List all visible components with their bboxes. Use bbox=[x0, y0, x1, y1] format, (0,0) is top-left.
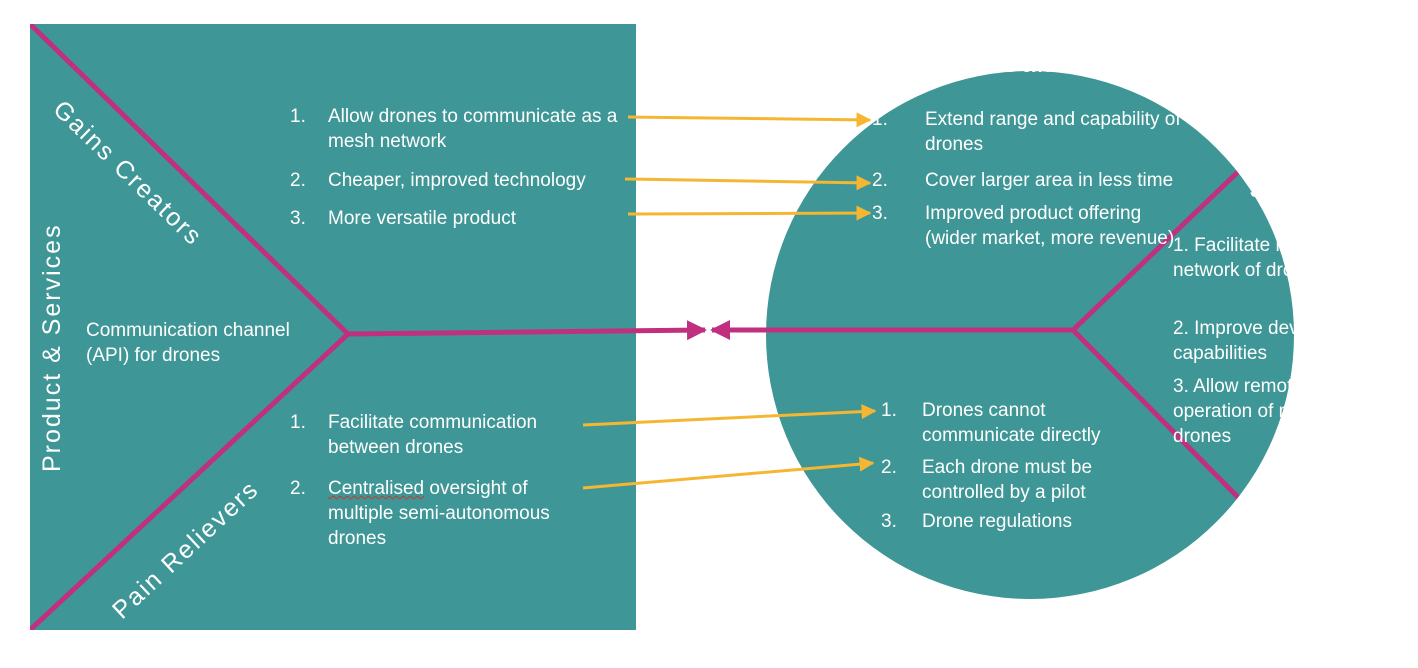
gain-creator-3-num: 3. bbox=[290, 208, 306, 229]
gain-2-num: 2. bbox=[872, 170, 888, 191]
gain-creator-1-num: 1. bbox=[290, 106, 306, 127]
gain-arrow-2 bbox=[624, 175, 872, 191]
pain-3-num: 3. bbox=[881, 511, 897, 532]
gain-creator-2: Cheaper, improved technology bbox=[328, 170, 586, 191]
pain-reliever-2-rest: oversight of multiple semi-autonomous dr… bbox=[328, 478, 550, 549]
customer-profile-circle bbox=[766, 71, 1294, 599]
pain-3: Drone regulations bbox=[922, 511, 1072, 532]
pain-reliever-2-underlined: Centralised bbox=[328, 478, 425, 499]
product-services-label: Product & Services bbox=[38, 223, 66, 472]
gain-1: Extend range and capability of drones bbox=[925, 109, 1181, 155]
pains-label: Pains bbox=[1033, 601, 1106, 629]
product-text: Communication channel (API) for drones bbox=[86, 320, 290, 366]
job-3: 3. Allow remote operation of multiple dr… bbox=[1173, 374, 1363, 449]
gain-creator-2-num: 2. bbox=[290, 170, 306, 191]
gain-3-num: 3. bbox=[872, 203, 888, 224]
job-3-num: 3. bbox=[1173, 376, 1189, 397]
pain-1-num: 1. bbox=[881, 400, 897, 421]
pain-arrow-1 bbox=[582, 404, 877, 427]
jobs-label: Jobs bbox=[1250, 175, 1311, 203]
job-1-text: Facilitate mesh network of drones bbox=[1173, 235, 1325, 281]
gains-label: Gains bbox=[1000, 50, 1076, 78]
pain-arrow-2 bbox=[582, 456, 875, 490]
job-1: 1. Facilitate mesh network of drones bbox=[1173, 233, 1363, 283]
job-2: 2. Improve device capabilities bbox=[1173, 316, 1363, 366]
gains-creators-divider bbox=[30, 24, 350, 336]
job-2-text: Improve device capabilities bbox=[1173, 318, 1323, 364]
gain-creator-3: More versatile product bbox=[328, 208, 516, 229]
pain-reliever-2-num: 2. bbox=[290, 478, 306, 499]
pain-reliever-1: Facilitate communication between drones bbox=[328, 412, 538, 458]
job-3-text: Allow remote operation of multiple drone… bbox=[1173, 376, 1345, 447]
gain-2: Cover larger area in less time bbox=[925, 170, 1174, 191]
pain-1: Drones cannot communicate directly bbox=[922, 400, 1101, 446]
pain-reliever-2: Centralised oversight of multiple semi-a… bbox=[328, 476, 598, 551]
gain-1-num: 1. bbox=[872, 109, 888, 130]
gain-3: Improved product offering (wider market,… bbox=[925, 203, 1175, 249]
pain-relievers-divider bbox=[30, 332, 350, 630]
gain-creator-1: Allow drones to communicate as a mesh ne… bbox=[328, 106, 618, 152]
pain-reliever-1-num: 1. bbox=[290, 412, 306, 433]
gain-arrow-3 bbox=[627, 205, 872, 221]
pain-2-num: 2. bbox=[881, 457, 897, 478]
pain-2: Each drone must be controlled by a pilot bbox=[922, 457, 1093, 503]
gain-arrow-1 bbox=[627, 112, 872, 128]
fit-arrow-left bbox=[347, 320, 707, 341]
job-2-num: 2. bbox=[1173, 318, 1189, 339]
job-1-num: 1. bbox=[1173, 235, 1189, 256]
